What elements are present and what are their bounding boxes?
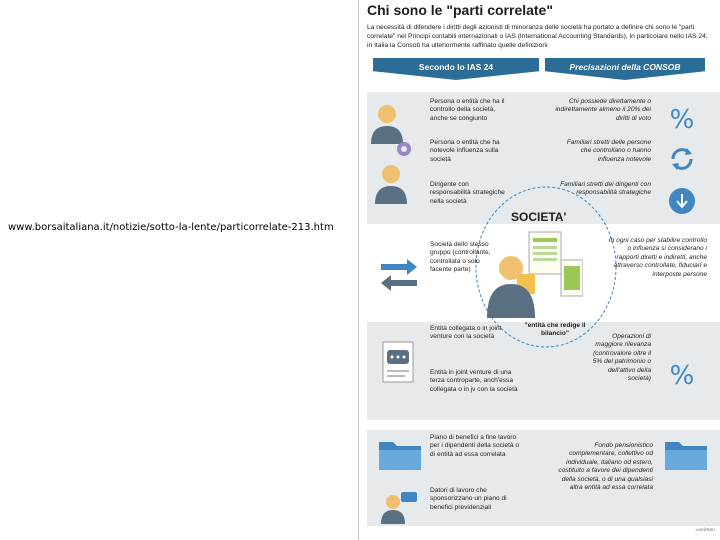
- person-chat-icon: [381, 492, 417, 524]
- text-collegata: Entità collegata o in joint venture con …: [430, 325, 502, 341]
- text-datori-lavoro: Datori di lavoro che sponsorizzano un pi…: [430, 487, 507, 511]
- text-controllo: Persona o entità che ha il controllo del…: [430, 98, 505, 122]
- header-ias24: Secondo lo IAS 24: [373, 58, 539, 80]
- download-icon: [669, 188, 695, 214]
- text-diritti-voto: Chi possiede direttamente o indirettamen…: [555, 98, 651, 122]
- credit: «unimen: [695, 528, 715, 533]
- source-url[interactable]: www.borsaitaliana.it/notizie/sotto-la-le…: [8, 222, 334, 233]
- societa-figure: [487, 231, 583, 318]
- parti-correlate-infographic: Chi sono le "parti correlate" La necessi…: [358, 0, 720, 540]
- text-influenza: Persona o entità che ha notevole influen…: [430, 139, 500, 163]
- top-band: [367, 92, 720, 224]
- document-chat-icon: [382, 341, 414, 383]
- percent-icon: %: [670, 105, 695, 134]
- text-joint-venture: Entità in joint venture di una terza con…: [430, 369, 518, 393]
- societa-title: SOCIETA': [511, 210, 567, 224]
- svg-text:%: %: [670, 361, 695, 390]
- folder-icon: [665, 442, 707, 470]
- person-icon: [371, 105, 403, 144]
- exchange-arrows-icon: [381, 259, 417, 291]
- infographic-intro: La necessità di difendere i diritti degl…: [367, 24, 708, 49]
- header-consob: Precisazioni della CONSOB: [545, 58, 705, 80]
- folder-icon: [379, 442, 421, 470]
- text-rapporti: In ogni caso per stabilire controllo o i…: [608, 237, 707, 278]
- text-fondo-pensionistico: Fondo pensionistico complementare, colle…: [558, 442, 653, 492]
- societa-circle: [475, 186, 617, 348]
- bottom-band: [367, 430, 720, 526]
- text-operazioni: Operazioni di maggiore rilevanza (contro…: [592, 333, 651, 383]
- refresh-icon: [671, 148, 693, 170]
- text-dirigente: Dirigente con responsabilità strategiche…: [430, 181, 505, 205]
- influence-icon: [397, 142, 411, 156]
- infographic-title: Chi sono le "parti correlate": [367, 2, 553, 18]
- text-familiari-dirigenti: Familiari stretti dei dirigenti con resp…: [560, 181, 651, 197]
- middle-band: [367, 322, 720, 420]
- svg-text:%: %: [670, 105, 695, 134]
- societa-caption: "entità che redige il bilancio": [524, 322, 586, 338]
- text-familiari-controllo: Familiari stretti delle persone che cont…: [566, 139, 651, 163]
- text-gruppo: Società dello stesso gruppo (controllant…: [430, 241, 491, 274]
- text-piano-benefici: Piano di benefici a fine lavoro per i di…: [430, 434, 520, 458]
- percent-icon: %: [670, 361, 695, 390]
- person-icon: [375, 165, 407, 204]
